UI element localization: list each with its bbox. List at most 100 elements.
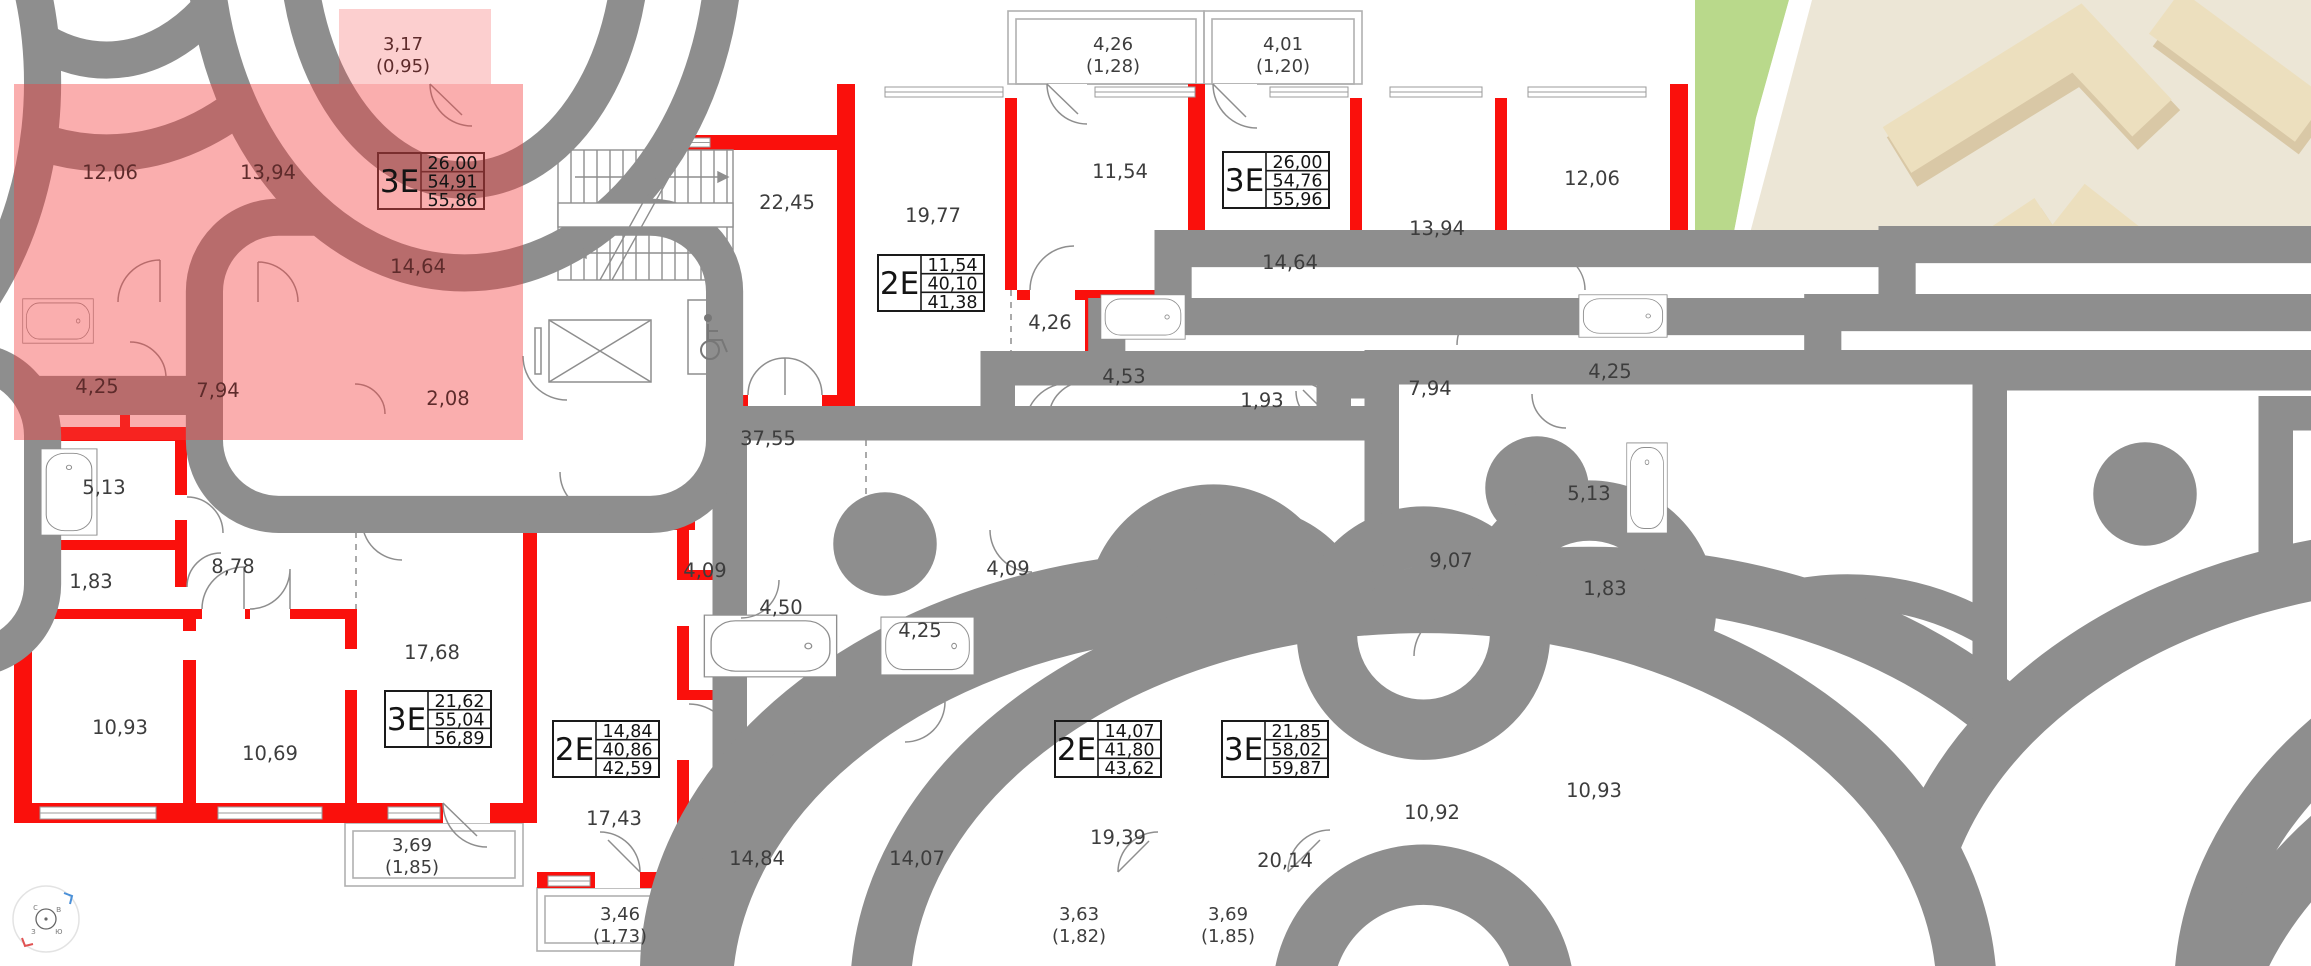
apartment-area-value: 55,04: [434, 711, 484, 731]
room-area-label: 12,06: [82, 161, 138, 184]
room-area-label: 4,25: [898, 619, 941, 642]
apartment-area-value: 42,59: [602, 759, 652, 779]
room-area-label: 4,09: [683, 559, 726, 582]
apartment-area-value: 40,86: [602, 741, 652, 761]
common-area-label: 37,55: [740, 427, 796, 450]
apartment-type: 2Е: [880, 266, 919, 302]
room-area-label: 11,54: [1092, 160, 1148, 183]
apartment-area-value: 40,10: [927, 275, 977, 295]
room-area-label: 19,39: [1090, 826, 1146, 849]
room-area-label: 10,92: [1404, 801, 1460, 824]
room-area-label: 5,13: [82, 476, 125, 499]
compass-icon: с в з ю: [12, 885, 80, 953]
room-area-label: 9,07: [1429, 549, 1472, 572]
apartment-area-value: 41,38: [927, 293, 977, 313]
apartment-area-value: 14,07: [1104, 722, 1154, 742]
balcony-area-label: 4,26: [1093, 34, 1133, 55]
apartment-area-value: 58,02: [1271, 741, 1321, 761]
room-area-label: 17,43: [586, 807, 642, 830]
room-area-label: 8,78: [211, 555, 254, 578]
balcony-area-label: (0,95): [376, 56, 430, 77]
apartment-type: 3Е: [1224, 732, 1263, 768]
apartment-area-value: 55,96: [1272, 190, 1322, 210]
apartment-area-value: 21,62: [434, 692, 484, 712]
elevator: [534, 319, 652, 383]
common-area-label: 22,45: [759, 191, 815, 214]
apartment-area-value: 14,84: [602, 722, 652, 742]
room-area-label: 14,64: [390, 255, 446, 278]
room-area-label: 10,69: [242, 742, 298, 765]
apartment-area-value: 41,80: [1104, 741, 1154, 761]
room-area-label: 4,53: [1102, 365, 1145, 388]
room-area-label: 14,84: [729, 847, 785, 870]
apartment-type: 3Е: [1225, 163, 1264, 199]
balcony-area-label: 3,17: [383, 34, 423, 55]
balcony-area-label: 4,01: [1263, 34, 1303, 55]
apartment-area-value: 54,76: [1272, 172, 1322, 192]
room-area-label: 2,08: [426, 387, 469, 410]
apartment-type: 3Е: [387, 702, 426, 738]
room-area-label: 14,07: [889, 847, 945, 870]
doors: [117, 83, 1586, 873]
room-area-label: 12,06: [1564, 167, 1620, 190]
svg-text:с: с: [33, 903, 38, 913]
room-area-label: 1,83: [69, 570, 112, 593]
stairs: [557, 149, 734, 281]
room-area-label: 7,94: [1408, 377, 1451, 400]
bathtub-icon: [1100, 294, 1186, 340]
balcony-area-label: 3,63: [1059, 904, 1099, 925]
balcony-area-label: (1,28): [1086, 56, 1140, 77]
apartment-area-value: 56,89: [434, 729, 484, 749]
bathtub-icon: [1578, 294, 1668, 338]
apartment-area-value: 21,85: [1271, 722, 1321, 742]
balcony-area-label: (1,85): [385, 857, 439, 878]
room-area-label: 1,83: [1583, 577, 1626, 600]
room-area-label: 4,26: [1028, 311, 1071, 334]
bathtub-icon: [1626, 442, 1668, 534]
svg-text:ю: ю: [55, 927, 63, 937]
svg-text:з: з: [31, 927, 36, 937]
apartment-area-value: 26,00: [1272, 153, 1322, 173]
balcony-area-label: 3,46: [600, 904, 640, 925]
room-area-label: 1,93: [1240, 389, 1283, 412]
wheelchair-lift: [687, 299, 739, 375]
apartment-area-value: 54,91: [427, 173, 477, 193]
room-area-label: 17,68: [404, 641, 460, 664]
balcony-area-label: (1,73): [593, 926, 647, 947]
room-area-label: 10,93: [1566, 779, 1622, 802]
room-area-label: 13,94: [240, 161, 296, 184]
room-area-label: 19,77: [905, 204, 961, 227]
apartment-type: 2Е: [555, 732, 594, 768]
apartment-area-value: 11,54: [927, 256, 977, 276]
room-area-label: 4,25: [75, 375, 118, 398]
room-area-label: 20,14: [1257, 849, 1313, 872]
apartment-type: 3Е: [380, 164, 419, 200]
room-area-label: 4,25: [1588, 360, 1631, 383]
room-area-label: 14,64: [1262, 251, 1318, 274]
balcony-area-label: 3,69: [1208, 904, 1248, 925]
wheelchair-icon: [700, 314, 728, 360]
balcony-area-label: 3,69: [392, 835, 432, 856]
selected-apartment-overlay[interactable]: [14, 9, 523, 440]
balcony-area-label: (1,20): [1256, 56, 1310, 77]
apartment-area-value: 59,87: [1271, 759, 1321, 779]
room-area-label: 7,94: [196, 379, 239, 402]
room-area-label: 4,09: [986, 557, 1029, 580]
room-area-label: 5,13: [1567, 482, 1610, 505]
